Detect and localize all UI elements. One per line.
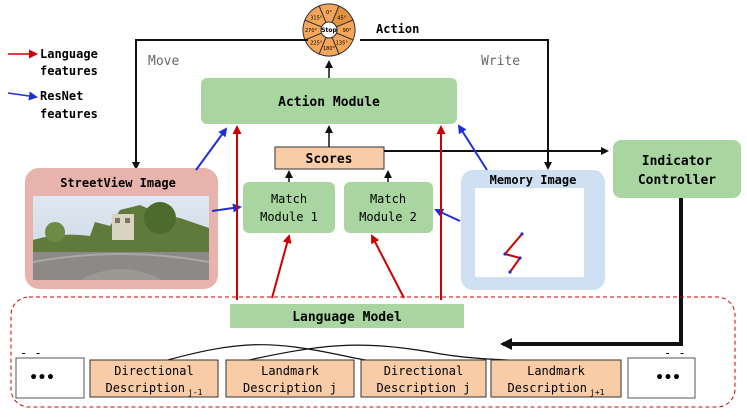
description-line1: Landmark (261, 364, 320, 378)
indicator-to-descriptions-arrow (500, 198, 683, 350)
legend-resnet-label: ResNet (40, 89, 83, 103)
blue-memory-to-match2 (434, 208, 461, 222)
description-box (89, 359, 219, 398)
wheel-segment-label: 135° (336, 41, 349, 47)
language-model (230, 304, 464, 328)
legend-blue-arrow (7, 91, 38, 101)
blue-streetview-to-action (195, 127, 228, 171)
right-ellipsis-box (627, 357, 696, 399)
description-line1: Directional (384, 364, 463, 378)
match-module-1 (243, 182, 335, 233)
match-module-2 (344, 182, 433, 233)
memory-trajectory (503, 233, 523, 273)
match-module-2-line2: Module 2 (359, 210, 417, 224)
wheel-segment-label: 45° (337, 15, 346, 21)
memory-canvas (475, 188, 584, 277)
action-wheel: 0° 45° 90° 135°180°225° 270° 315° Stop (302, 3, 356, 57)
wheel-segment-label: 270° (305, 28, 318, 34)
action-title: Action (376, 22, 419, 36)
indicator-controller-label-2: Controller (638, 173, 716, 188)
description-line1: Directional (114, 364, 193, 378)
wheel-segment-label: 225° (310, 41, 323, 47)
streetview-label: StreetView Image (60, 176, 176, 190)
memory-label: Memory Image (490, 173, 577, 187)
legend-resnet-label-line2: features (40, 107, 98, 121)
legend: Language features ResNet features (7, 47, 98, 121)
description-line2: Description j (243, 381, 337, 395)
description-box (360, 359, 487, 398)
wheel-segment-label: 0° (326, 10, 332, 16)
wheel-center-label: Stop (321, 27, 337, 34)
legend-language-label-line2: features (40, 64, 98, 78)
description-box (225, 359, 355, 398)
indicator-controller (613, 140, 741, 198)
dashes-left: - - (20, 346, 42, 360)
red-lang-to-match1 (271, 234, 292, 299)
indicator-controller-label-1: Indicator (642, 154, 713, 169)
right-ellipsis: ••• (655, 370, 680, 386)
blue-memory-to-action (457, 124, 488, 171)
wheel-segment-label: 180° (323, 46, 336, 52)
left-ellipsis-box (15, 357, 85, 399)
scores-label: Scores (306, 152, 353, 167)
wheel-segment-label: 315° (310, 15, 323, 21)
left-ellipsis: ••• (29, 370, 54, 386)
match-module-1-line2: Module 1 (260, 210, 318, 224)
write-label: Write (481, 54, 520, 69)
dashes-right: - - (664, 346, 686, 360)
match-module-1-line1: Match (271, 192, 307, 206)
action-module-label: Action Module (278, 95, 380, 110)
wheel-segment-label: 90° (343, 28, 352, 34)
legend-language-label: Language (40, 47, 98, 61)
language-model-label: Language Model (292, 310, 402, 325)
description-line2: Description j (377, 381, 471, 395)
description-box (490, 359, 622, 398)
move-arrow (132, 39, 308, 170)
blue-streetview-to-match1 (211, 203, 242, 213)
streetview-photo (32, 196, 210, 280)
attention-curve-2 (239, 344, 561, 363)
description-subscript: j+1 (590, 388, 605, 397)
description-subscript: j-1 (188, 388, 203, 397)
write-arrow (360, 39, 552, 170)
language-region (10, 296, 736, 408)
move-label: Move (148, 54, 179, 69)
match-module-2-line1: Match (370, 192, 406, 206)
description-line1: Landmark (527, 364, 586, 378)
wheel-center (320, 21, 338, 39)
red-lang-to-match2 (371, 234, 405, 299)
action-module (201, 78, 457, 124)
